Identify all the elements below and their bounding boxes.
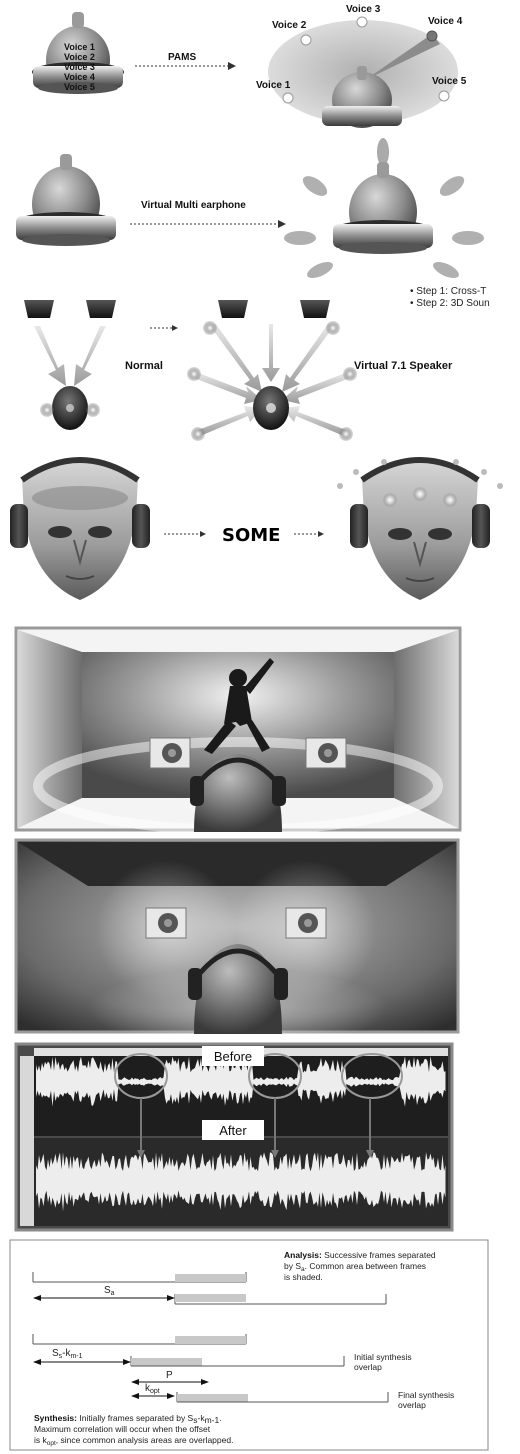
analysis-description-line-3: is shaded.: [284, 1272, 323, 1282]
virtual-7-1-label: Virtual 7.1 Speaker: [354, 360, 453, 372]
vme-label: Virtual Multi earphone: [141, 200, 246, 211]
virtual-sources-rays: [284, 138, 484, 279]
voice-4-label: Voice 4: [428, 16, 463, 27]
left-speaker-icon: [218, 300, 248, 318]
p-label: P: [166, 1370, 173, 1381]
pams-diagram: Voice 1 Voice 2 Voice 3 Voice 4 Voice 5 …: [0, 0, 520, 130]
right-loudspeaker-icon: [305, 737, 347, 769]
waveform-comparison: Before After: [0, 1042, 520, 1232]
virtual-speaker-room-illustration: [0, 838, 520, 1034]
sound-arrow: [74, 326, 106, 386]
step-1-text: • Step 1: Cross-T: [410, 286, 486, 297]
listener-head-icon: [333, 162, 433, 254]
listener-head-icon: [40, 386, 100, 430]
left-speaker-icon: [24, 300, 54, 318]
right-loudspeaker-icon: [285, 907, 327, 939]
analysis-description: Analysis: Successive frames separated: [284, 1250, 436, 1260]
common-area-shaded: [175, 1294, 246, 1302]
before-waveform: [36, 1056, 446, 1107]
right-speaker-icon: [86, 300, 116, 318]
stack-voice-5: Voice 5: [64, 82, 95, 92]
kopt-label: kopt: [145, 1383, 160, 1395]
sa-label: Sa: [104, 1285, 115, 1297]
synthesis-description-line-3: is kopt, since common analysis areas are…: [34, 1435, 233, 1447]
sound-arrow: [34, 326, 66, 386]
voice-1-label: Voice 1: [256, 80, 291, 91]
voice-stack: Voice 1 Voice 2 Voice 3 Voice 4 Voice 5: [64, 42, 95, 92]
synthesis-description: Synthesis: Initially frames separated by…: [34, 1413, 222, 1425]
virtual-speaker-diagram: • Step 1: Cross-T • Step 2: 3D Soun Norm…: [0, 280, 520, 450]
voice-2-source: [300, 34, 312, 46]
stack-voice-4: Voice 4: [64, 72, 95, 82]
voice-3-source: [356, 16, 368, 28]
analysis-description-line-2: by Sa. Common area between frames: [284, 1261, 426, 1273]
virtual-multi-earphone-diagram: Virtual Multi earphone: [0, 130, 520, 280]
after-waveform: [36, 1152, 446, 1212]
head-with-earphones-icon: [16, 154, 116, 246]
head-with-earphones-icon: [32, 12, 124, 94]
listener-head-icon: [322, 66, 402, 128]
virtual-source-dot: [187, 367, 201, 381]
synthesis-diagram: Analysis: Successive frames separated by…: [0, 1238, 520, 1452]
virtual-source-dot: [343, 367, 357, 381]
virtual-source-dot: [191, 427, 205, 441]
virtual-arrows: [194, 324, 350, 436]
left-loudspeaker-icon: [149, 737, 191, 769]
after-label: After: [219, 1123, 247, 1138]
performer-silhouette-icon: [204, 658, 274, 754]
listener-head-icon: [253, 386, 289, 430]
beam-to-voice-4: [365, 34, 440, 80]
listener-with-headphones-icon: [188, 944, 288, 1034]
pams-label: PAMS: [168, 52, 196, 63]
final-overlap-label-line-2: overlap: [398, 1400, 426, 1410]
virtual-source-dot: [339, 427, 353, 441]
voice-1-source: [282, 92, 294, 104]
step-2-text: • Step 2: 3D Soun: [410, 298, 490, 309]
right-speaker-icon: [300, 300, 330, 318]
head-with-headphones-icon: [10, 457, 150, 600]
virtual-source-dot: [326, 321, 340, 335]
voice-4-source: [426, 30, 438, 42]
stack-voice-3: Voice 3: [64, 62, 95, 72]
some-label: SOME: [222, 525, 280, 546]
common-area-shaded: [175, 1336, 246, 1344]
some-diagram: SOME: [0, 450, 520, 620]
final-overlap-shaded: [177, 1394, 248, 1402]
initial-overlap-shaded: [131, 1358, 202, 1366]
initial-overlap-label-line-2: overlap: [354, 1362, 382, 1372]
voice-2-label: Voice 2: [272, 20, 307, 31]
ss-km-label: Ss-km-1: [52, 1348, 83, 1360]
virtual-source-dot: [203, 321, 217, 335]
initial-overlap-label: Initial synthesis: [354, 1352, 412, 1362]
stack-voice-2: Voice 2: [64, 52, 95, 62]
stack-voice-1: Voice 1: [64, 42, 95, 52]
head-with-virtual-sources-icon: [337, 457, 503, 600]
voice-3-label: Voice 3: [346, 4, 381, 15]
highlight-circle: [341, 1053, 403, 1099]
listener-with-headphones-icon: [190, 754, 286, 832]
concert-room-illustration: [0, 626, 520, 832]
before-label: Before: [214, 1049, 252, 1064]
common-area-shaded: [175, 1274, 246, 1282]
normal-label: Normal: [125, 360, 163, 372]
voice-5-label: Voice 5: [432, 76, 467, 87]
synthesis-description-line-2: Maximum correlation will occur when the …: [34, 1424, 211, 1434]
left-loudspeaker-icon: [145, 907, 187, 939]
voice-5-source: [438, 90, 450, 102]
final-overlap-label: Final synthesis: [398, 1390, 454, 1400]
